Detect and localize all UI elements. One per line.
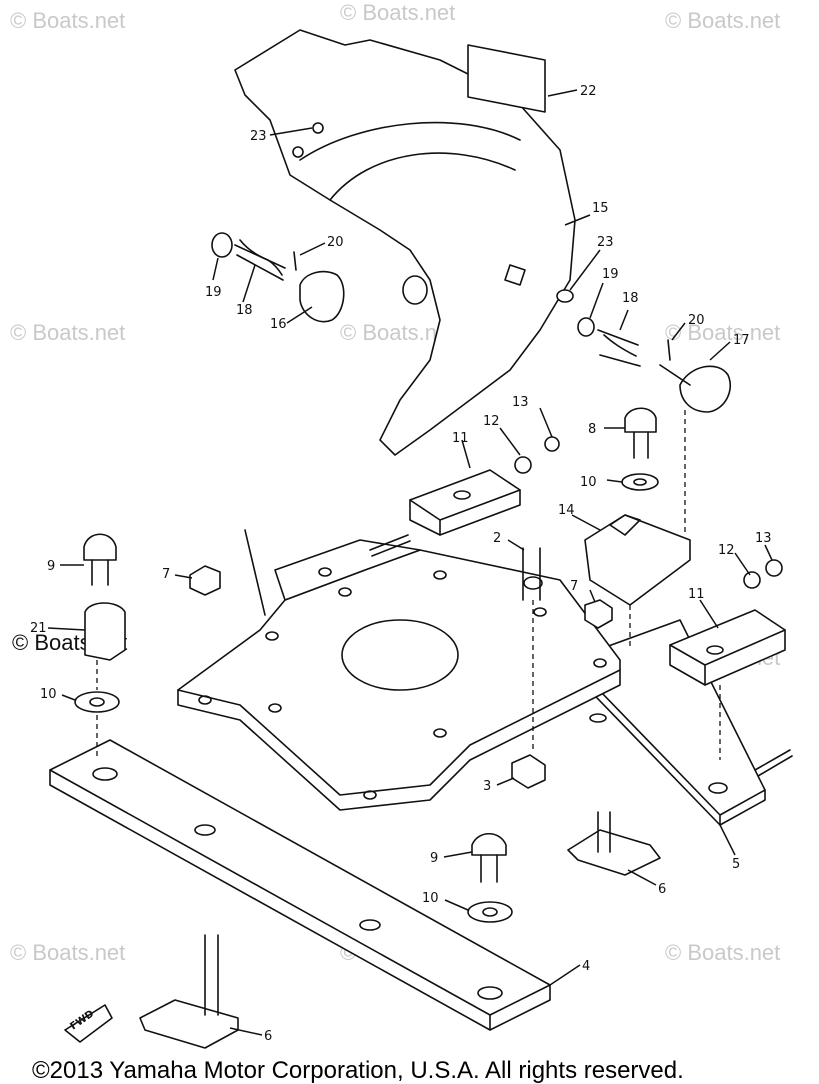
left-knob-assembly xyxy=(211,232,345,323)
callout-6-left: 6 xyxy=(264,1029,272,1044)
right-knob-assembly xyxy=(556,289,732,413)
callout-labels: 22 23 15 20 19 18 16 23 19 18 20 17 13 1… xyxy=(30,84,772,1044)
forward-arrow: FWD xyxy=(64,1004,113,1043)
callout-13-top: 13 xyxy=(512,395,529,410)
callout-5: 5 xyxy=(732,857,740,872)
callout-20-left: 20 xyxy=(327,235,344,250)
callout-4: 4 xyxy=(582,959,590,974)
callout-13-right: 13 xyxy=(755,531,772,546)
right-hardware xyxy=(511,407,783,789)
watermark-mid-right: © Boats.net xyxy=(665,320,780,345)
callout-10-lower: 10 xyxy=(422,891,439,906)
callout-11-right: 11 xyxy=(688,587,705,602)
callout-16: 16 xyxy=(270,317,287,332)
callout-6-right: 6 xyxy=(658,882,666,897)
bracket-part-15 xyxy=(234,29,576,456)
callout-23-right: 23 xyxy=(597,235,614,250)
callout-3: 3 xyxy=(483,779,491,794)
callout-10-left: 10 xyxy=(40,687,57,702)
watermark-top-left: © Boats.net xyxy=(10,8,125,33)
callout-7-right: 7 xyxy=(570,579,578,594)
callout-11-top: 11 xyxy=(452,431,469,446)
callout-9-lower: 9 xyxy=(430,851,438,866)
rubber-pads-part-11 xyxy=(409,469,786,686)
callout-17: 17 xyxy=(733,333,750,348)
callout-9-left: 9 xyxy=(47,559,55,574)
callout-20-right: 20 xyxy=(688,313,705,328)
base-plate xyxy=(177,529,621,811)
callout-18-right: 18 xyxy=(622,291,639,306)
watermark-bottom-right: © Boats.net xyxy=(665,940,780,965)
callout-23-top: 23 xyxy=(250,129,267,144)
callout-2: 2 xyxy=(493,531,501,546)
callout-19-left: 19 xyxy=(205,285,222,300)
watermark-top-center: © Boats.net xyxy=(340,0,455,25)
guide-lines xyxy=(96,410,721,760)
callout-12-top: 12 xyxy=(483,414,500,429)
watermark-bottom-left: © Boats.net xyxy=(10,940,125,965)
callout-14: 14 xyxy=(558,503,575,518)
callout-15: 15 xyxy=(592,201,609,216)
center-lower-hardware xyxy=(467,832,513,923)
callout-19-right: 19 xyxy=(602,267,619,282)
leader-lines xyxy=(47,89,773,1036)
callout-7-left: 7 xyxy=(162,567,170,582)
callout-18-left: 18 xyxy=(236,303,253,318)
copyright-notice: ©2013 Yamaha Motor Corporation, U.S.A. A… xyxy=(32,1057,684,1084)
callout-10-right: 10 xyxy=(580,475,597,490)
callout-22: 22 xyxy=(580,84,597,99)
watermark-top-right: © Boats.net xyxy=(665,8,780,33)
bottom-plate-part-4 xyxy=(49,739,551,1031)
callout-21: 21 xyxy=(30,621,47,636)
watermark-mid-left: © Boats.net xyxy=(10,320,125,345)
callout-12-right: 12 xyxy=(718,543,735,558)
callout-8: 8 xyxy=(588,422,596,437)
left-hardware xyxy=(74,533,221,713)
